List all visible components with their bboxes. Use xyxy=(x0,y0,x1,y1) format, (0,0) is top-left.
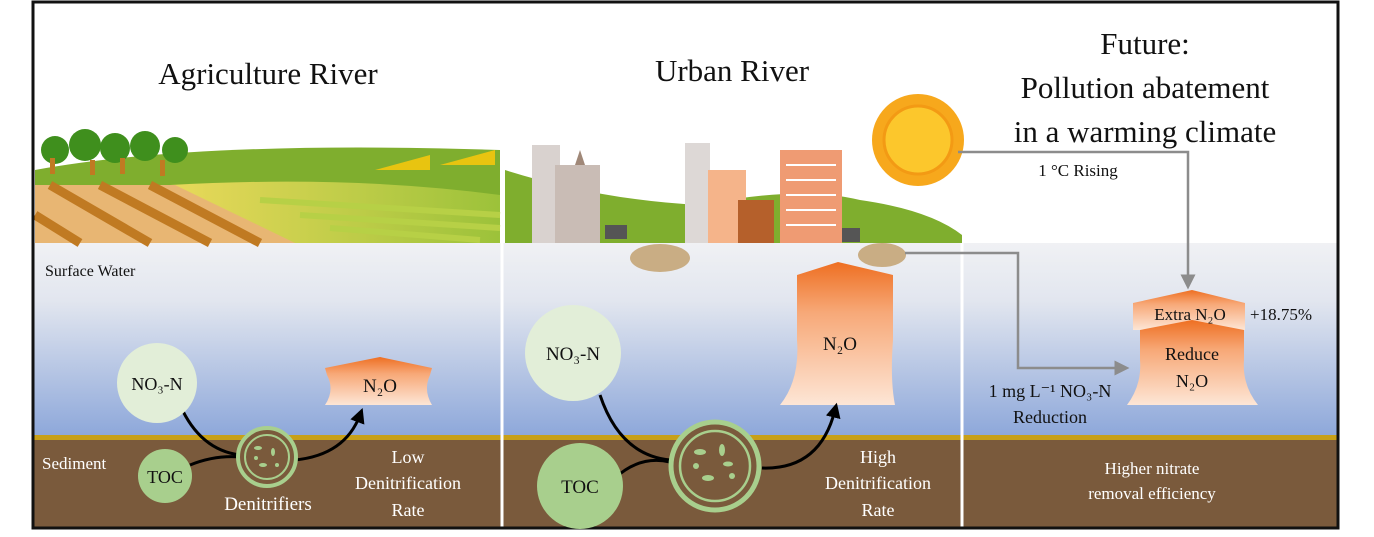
warming-arrow xyxy=(958,150,1196,290)
reduced-n2o-shape xyxy=(1127,320,1258,405)
future-title-line: in a warming climate xyxy=(1014,114,1277,149)
no3-circle xyxy=(525,305,621,401)
n2o-flow-arrow xyxy=(761,402,841,470)
no3-flow-arrow xyxy=(598,394,671,462)
agriculture-title: Agriculture River xyxy=(158,56,378,91)
future-title-line: Future: xyxy=(1100,26,1190,61)
denitrifiers-icon xyxy=(236,426,298,488)
reduction-label: 1 mg L⁻¹ NO₃-N xyxy=(989,381,1112,401)
n2o-label: N₂O xyxy=(363,376,397,397)
toc-circle xyxy=(138,449,192,503)
future-title-line: Pollution abatement xyxy=(1021,70,1270,105)
no3-label: NO₃-N xyxy=(546,344,600,365)
surface-water-layer xyxy=(33,243,1338,435)
no3-flow-arrow xyxy=(178,404,241,457)
extra-n2o-shape xyxy=(1133,290,1245,330)
denitrifiers-label: Denitrifiers xyxy=(224,494,312,515)
n2o-emission-low xyxy=(325,357,432,405)
urban-landscape xyxy=(505,143,962,272)
sun-icon xyxy=(872,94,964,186)
toc-flow-arrow xyxy=(189,455,241,467)
reduction-arrow xyxy=(905,251,1130,376)
urban-title: Urban River xyxy=(655,53,810,88)
toc-label: TOC xyxy=(561,477,599,498)
efficiency-label: removal efficiency xyxy=(1088,484,1216,503)
n2o-label: N₂O xyxy=(823,334,857,355)
efficiency-label: Higher nitrate xyxy=(1105,459,1200,478)
no3-circle xyxy=(117,343,197,423)
surface-water-label: Surface Water xyxy=(45,263,136,280)
agriculture-landscape xyxy=(32,129,501,247)
no3-label: NO₃-N xyxy=(131,374,182,394)
reduce-label: Reduce xyxy=(1165,344,1219,364)
rate-label: Low xyxy=(392,447,425,467)
reduce-label: N₂O xyxy=(1176,371,1208,391)
reduction-label: Reduction xyxy=(1013,407,1087,427)
frame xyxy=(31,0,1340,530)
rate-label: Rate xyxy=(392,500,425,520)
sediment-label: Sediment xyxy=(42,454,106,473)
toc-label: TOC xyxy=(147,467,183,487)
denitrifiers-icon xyxy=(668,419,762,513)
toc-circle xyxy=(537,443,623,529)
rate-label: Rate xyxy=(862,500,895,520)
rate-label: High xyxy=(860,447,896,467)
rate-label: Denitrification xyxy=(355,473,461,493)
warming-label: 1 °C Rising xyxy=(1038,161,1118,180)
extra-n2o-percent: +18.75% xyxy=(1250,305,1312,324)
extra-n2o-label: Extra N₂O xyxy=(1154,305,1226,324)
rate-label: Denitrification xyxy=(825,473,931,493)
n2o-flow-arrow xyxy=(294,407,365,462)
n2o-emission-high xyxy=(780,262,895,405)
